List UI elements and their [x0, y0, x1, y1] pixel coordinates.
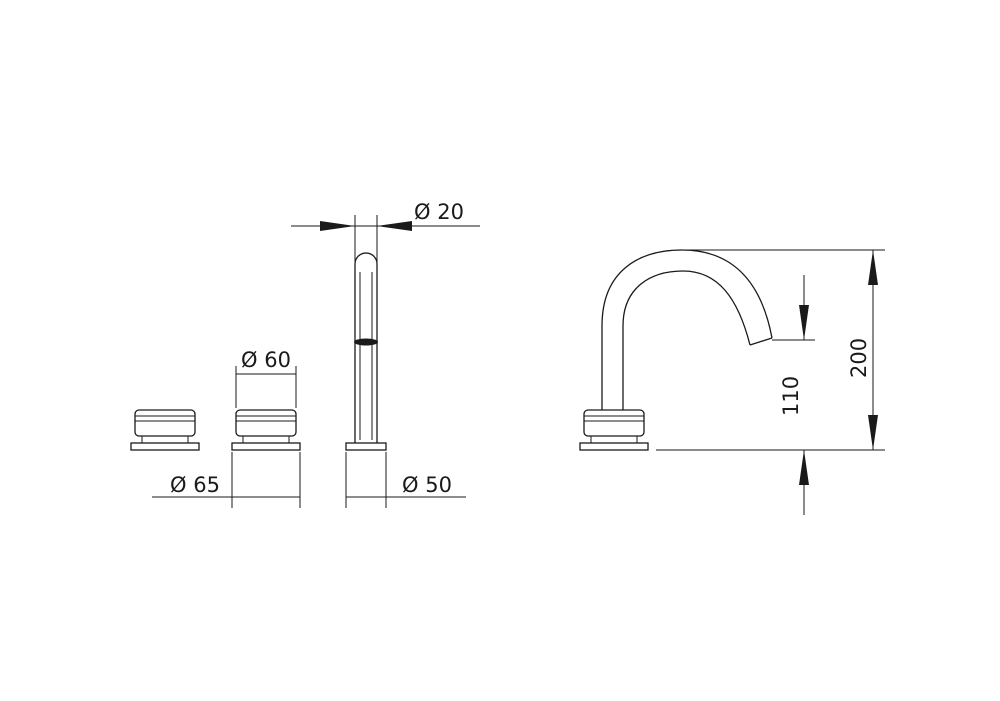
- spout-front-view: [345, 252, 387, 451]
- dimension-label-spout-outlet-height: 110: [779, 376, 803, 416]
- dimension-label-spout-base-diameter: Ø 50: [402, 473, 452, 497]
- dimension-handle-base-diameter: Ø 65: [152, 452, 301, 508]
- dimension-spout-total-height: 200: [656, 249, 885, 451]
- dimension-label-spout-tube-diameter: Ø 20: [414, 200, 464, 224]
- dimension-spout-base-diameter: Ø 50: [345, 452, 466, 508]
- dimension-handle-diameter: Ø 60: [235, 348, 297, 408]
- dimension-label-spout-total-height: 200: [847, 338, 871, 378]
- dimension-label-handle-diameter: Ø 60: [241, 348, 291, 372]
- dimension-label-handle-base-diameter: Ø 65: [170, 473, 220, 497]
- left-handle: [130, 409, 200, 451]
- dimension-spout-tube-diameter: Ø 20: [291, 200, 480, 262]
- dimension-spout-outlet-height: 110: [772, 275, 815, 515]
- spout-side-view: [579, 249, 773, 451]
- right-handle: [231, 409, 301, 451]
